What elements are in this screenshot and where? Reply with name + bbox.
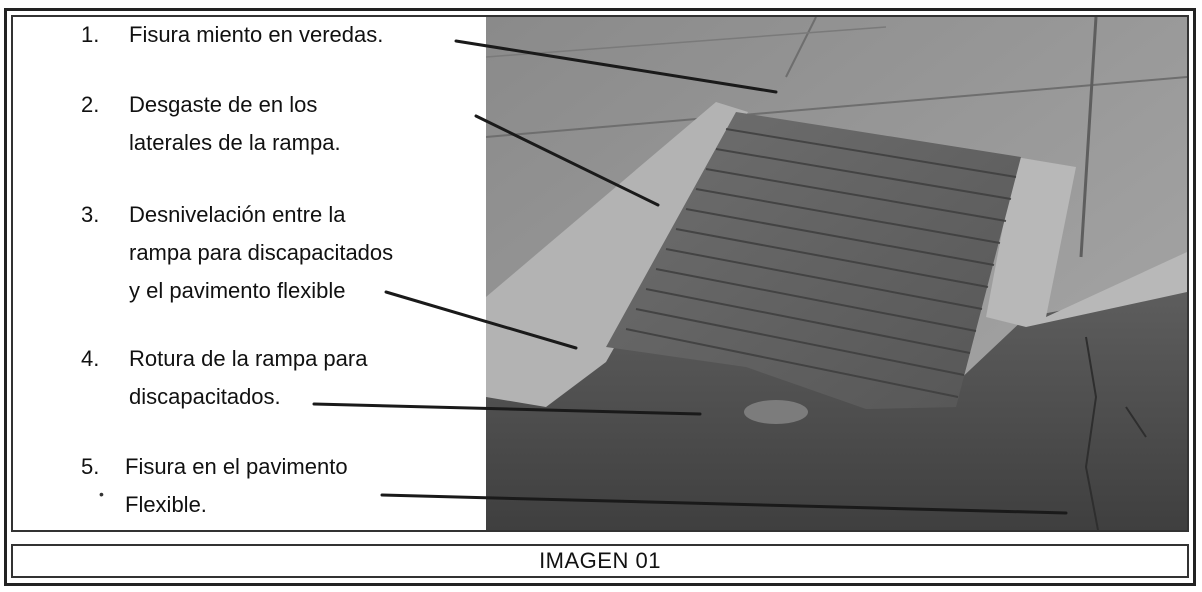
outer-frame [4, 8, 1196, 586]
image-caption: IMAGEN 01 [539, 548, 661, 573]
item-number: 3. [81, 202, 100, 227]
caption-box: IMAGEN 01 [11, 544, 1189, 578]
stray-mark: • [99, 486, 104, 502]
item-number: 1. [81, 22, 100, 47]
list-item: 1. Fisura miento en veredas. [81, 20, 481, 50]
item-text: Rotura de la rampa para [129, 346, 368, 371]
list-item: 3. Desnivelación entre la rampa para dis… [81, 200, 481, 303]
item-text: y el pavimento flexible [129, 278, 346, 303]
item-text: Desgaste de en los [129, 92, 318, 117]
list-item: 5. Fisura en el pavimento Flexible. [81, 452, 481, 517]
list-item: 4. Rotura de la rampa para discapacitado… [81, 344, 481, 409]
item-number: 4. [81, 346, 100, 371]
item-number: 2. [81, 92, 100, 117]
item-text: Flexible. [125, 492, 207, 517]
item-text: Fisura en el pavimento [125, 454, 348, 479]
item-text: Fisura miento en veredas. [129, 22, 384, 47]
item-text: laterales de la rampa. [129, 130, 341, 155]
item-number: 5. [81, 454, 100, 479]
list-item: 2. Desgaste de en los laterales de la ra… [81, 90, 481, 155]
ramp-photo [486, 17, 1187, 530]
item-text: rampa para discapacitados [129, 240, 394, 265]
item-text: discapacitados. [129, 384, 281, 409]
item-text: Desnivelación entre la [129, 202, 346, 227]
